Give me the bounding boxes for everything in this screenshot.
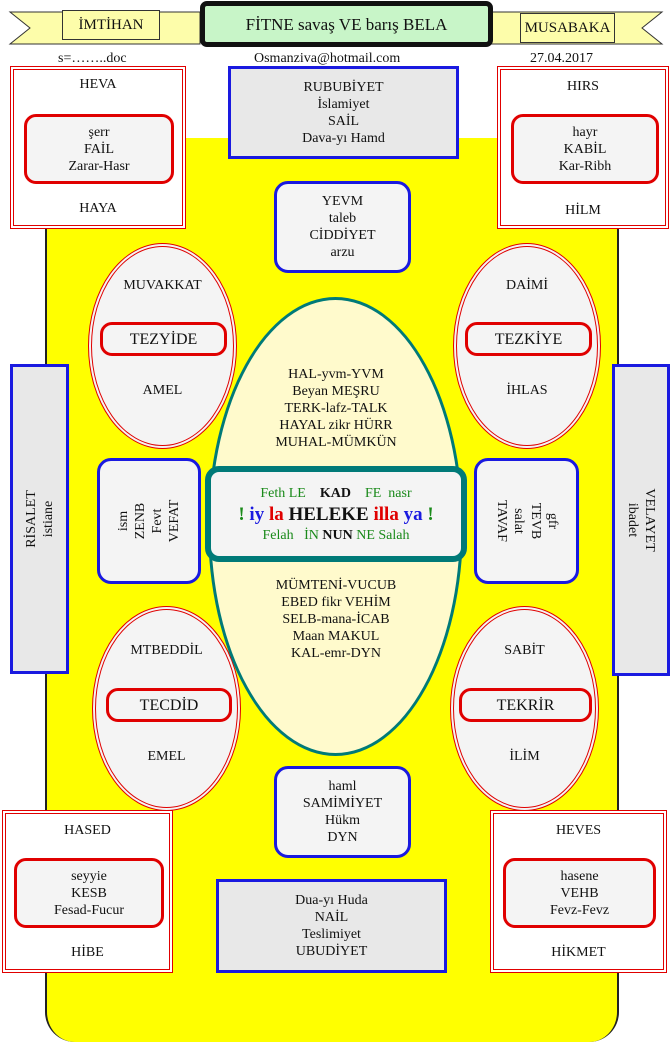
date: 27.04.2017 — [530, 51, 593, 66]
email: Osmanziva@hotmail.com — [254, 51, 401, 66]
ellipse-sabit: SABİT TEKRİR İLİM — [450, 606, 599, 811]
corner-bottom: HİBE — [71, 945, 104, 960]
corner-top: HIRS — [567, 79, 599, 94]
ellipse-daimi: DAİMİ TEZKİYE İHLAS — [453, 243, 601, 449]
corner-top: HEVA — [79, 77, 117, 92]
tekrir-label: TEKRİR — [459, 688, 592, 722]
heleke-box: Feth LE KAD FE nasr ! iy la HELEKE illa … — [205, 466, 467, 562]
tecdid-label: TECDİD — [106, 688, 232, 722]
corner-bottom: HİKMET — [551, 945, 606, 960]
corner-top: HASED — [64, 823, 111, 838]
ellipse-mtbeddil: MTBEDDİL TECDİD EMEL — [92, 606, 241, 811]
tezkiye-label: TEZKİYE — [465, 322, 592, 356]
file-name: s=……..doc — [58, 51, 127, 66]
page-title: FİTNE savaş VE barış BELA — [200, 1, 493, 47]
left-ribbon-label: İMTİHAN — [62, 10, 160, 40]
right-ribbon-label: MUSABAKA — [520, 13, 615, 43]
corner-bottom: HAYA — [79, 201, 117, 216]
corner-top: HEVES — [555, 823, 602, 838]
corner-bottom: HİLM — [565, 203, 601, 218]
ellipse-muvakkat: MUVAKKAT TEZYİDE AMEL — [88, 243, 237, 449]
tezyide-label: TEZYİDE — [100, 322, 227, 356]
